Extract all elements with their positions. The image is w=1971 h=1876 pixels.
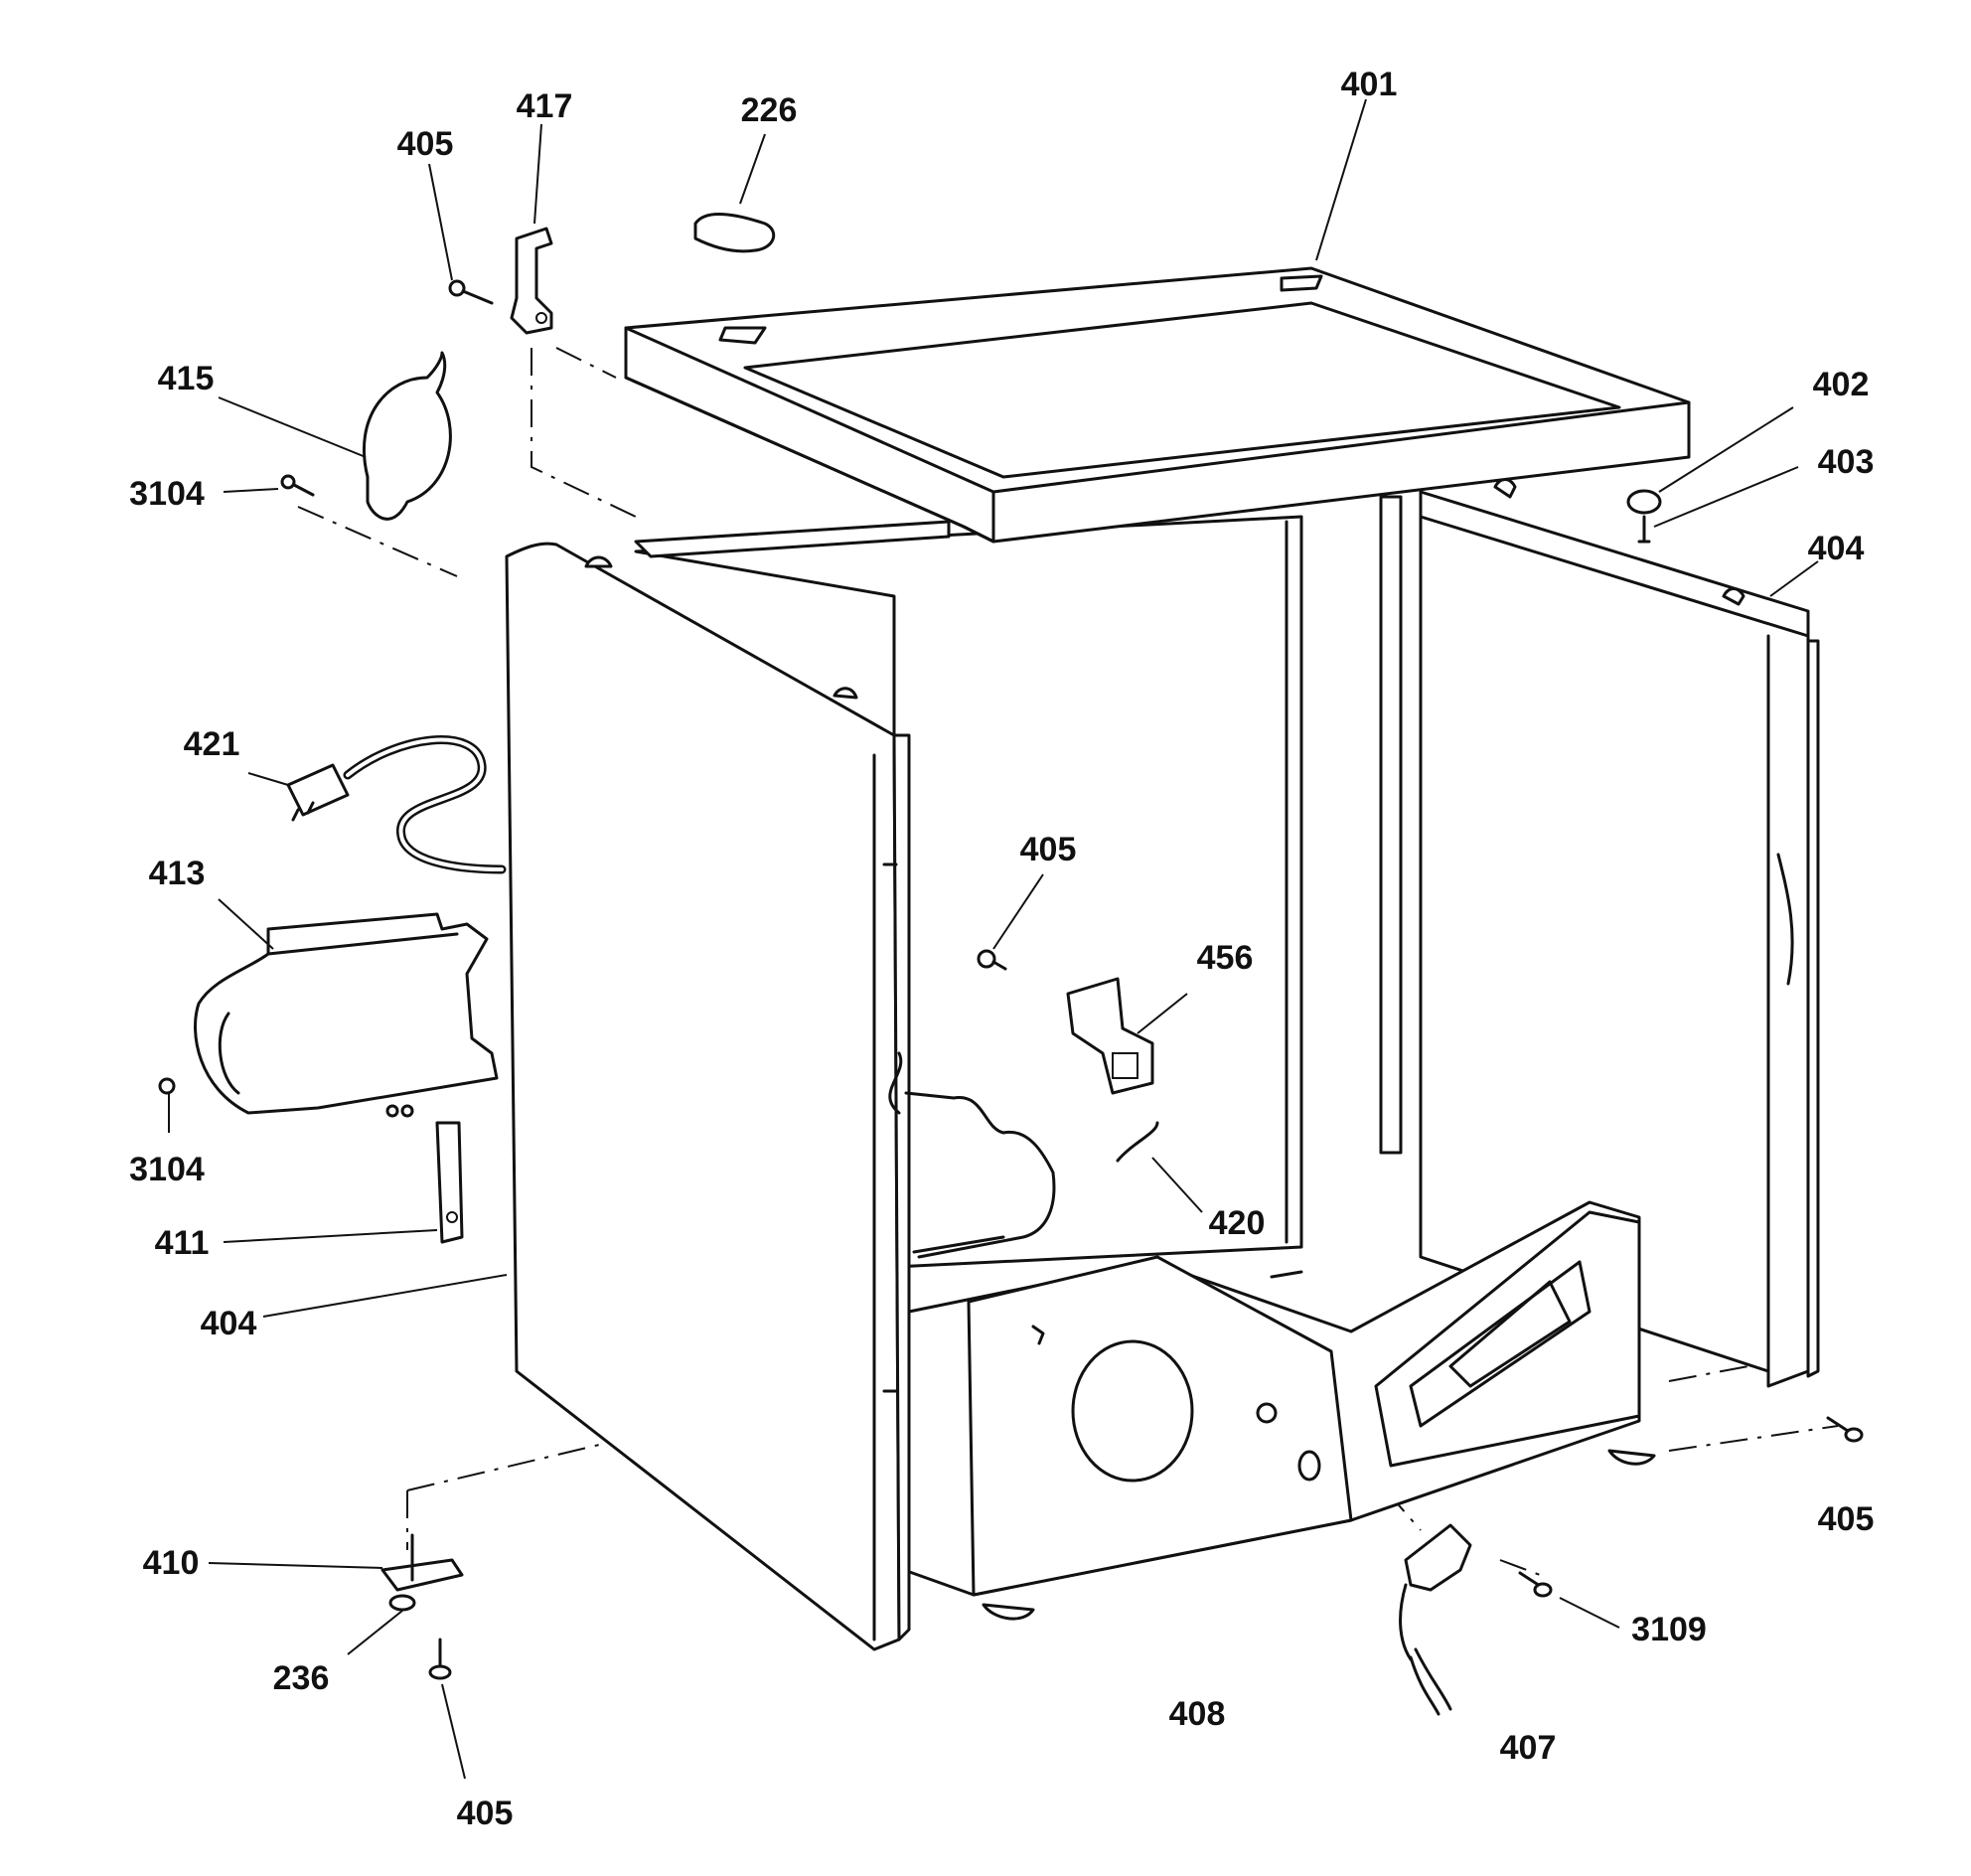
- part-405-screw-top-icon: [448, 279, 494, 305]
- part-405-screw-mid-icon: [977, 949, 1007, 971]
- callout-403: 403: [1818, 443, 1875, 481]
- part-417-bracket-icon: [510, 227, 553, 335]
- leader-lines: [168, 98, 1819, 1780]
- part-421-power-cord-icon: [286, 735, 507, 874]
- callout-404: 404: [201, 1305, 257, 1342]
- part-3104-screw-top-icon: [280, 474, 315, 497]
- part-226-bracket-icon: [693, 213, 776, 253]
- callout-405: 405: [397, 125, 454, 163]
- part-407-terminal-block-icon: [1399, 1523, 1472, 1716]
- callout-404: 404: [1808, 530, 1865, 567]
- part-405-screw-bottom-icon: [428, 1638, 452, 1680]
- callout-401: 401: [1341, 66, 1398, 103]
- callout-3109: 3109: [1631, 1611, 1707, 1648]
- callout-3104: 3104: [129, 475, 205, 513]
- left-side-panel: [505, 542, 1056, 1651]
- callout-236: 236: [273, 1659, 330, 1697]
- part-415-cover-icon: [362, 351, 452, 521]
- part-456-bracket-icon: [1066, 977, 1154, 1095]
- callout-labels: 401 417 226 405 415 3104 402 403 404 421…: [129, 66, 1874, 1832]
- callout-411: 411: [155, 1224, 210, 1262]
- callout-421: 421: [184, 725, 240, 763]
- callout-413: 413: [149, 855, 206, 892]
- callout-405: 405: [1020, 831, 1077, 868]
- callout-405: 405: [457, 1795, 514, 1832]
- top-panel: [624, 266, 1691, 544]
- callout-420: 420: [1209, 1204, 1266, 1242]
- right-side-panel: [1419, 478, 1820, 1388]
- part-3104-screw-lower-icon: [158, 1077, 176, 1095]
- part-405-screw-right-icon: [1826, 1416, 1864, 1443]
- callout-456: 456: [1197, 939, 1254, 977]
- callout-405: 405: [1818, 1500, 1875, 1538]
- part-410-leveling-leg-icon: [380, 1533, 464, 1592]
- callout-3104: 3104: [129, 1151, 205, 1188]
- front-base-frame: [902, 1200, 1656, 1621]
- callout-407: 407: [1500, 1729, 1557, 1767]
- part-411-bracket-icon: [435, 1121, 464, 1244]
- part-402-button-icon: [1626, 489, 1662, 515]
- part-3109-screw-icon: [1518, 1571, 1553, 1598]
- callout-417: 417: [517, 87, 573, 125]
- callout-402: 402: [1813, 366, 1870, 403]
- part-236-foot-icon: [388, 1594, 416, 1612]
- part-420-clip-icon: [1116, 1121, 1159, 1163]
- callout-410: 410: [143, 1544, 200, 1582]
- callout-408: 408: [1169, 1695, 1226, 1733]
- part-403-screw-icon: [1637, 515, 1651, 544]
- callout-415: 415: [158, 360, 215, 397]
- callout-226: 226: [741, 91, 798, 129]
- part-413-shield-icon: [194, 912, 499, 1118]
